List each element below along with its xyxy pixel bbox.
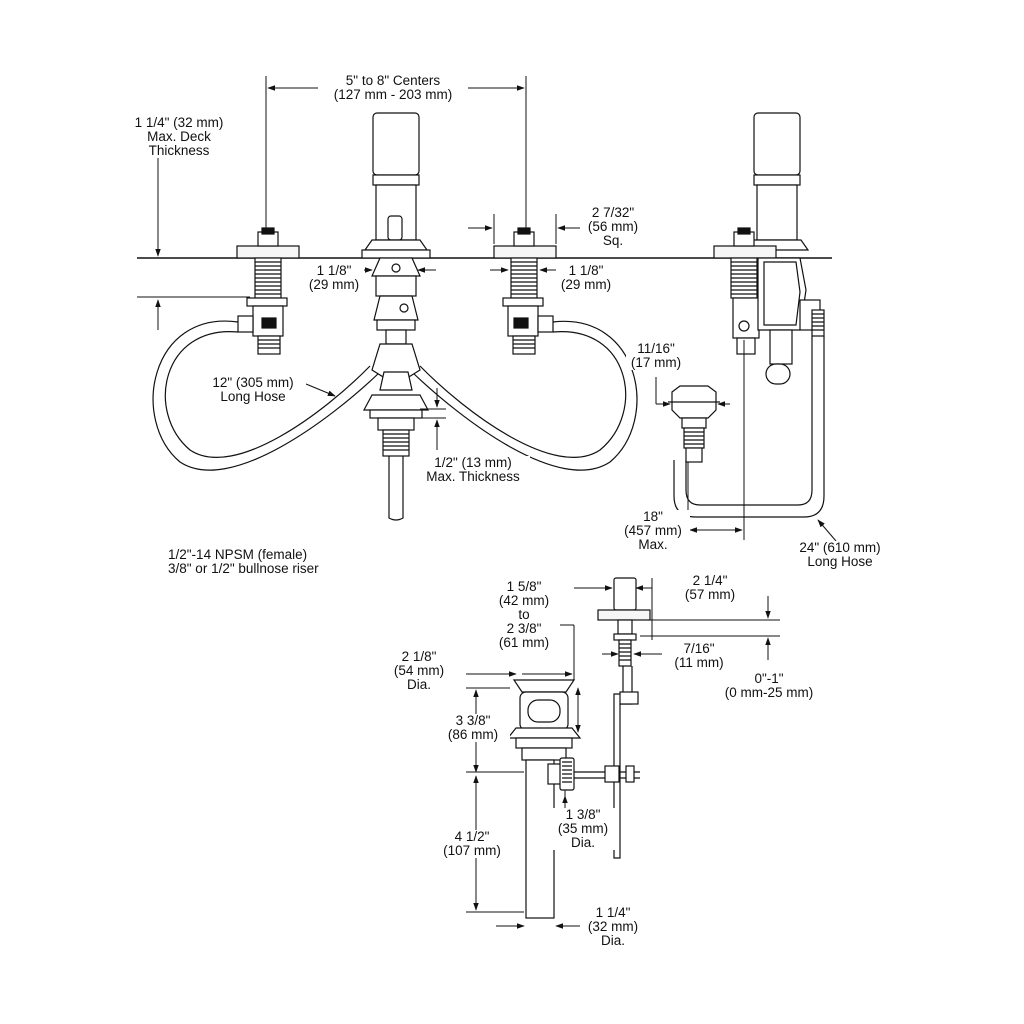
shank-right-line2: (29 mm)	[560, 277, 612, 292]
pivot-dia-line1: 1 3/8"	[565, 807, 601, 822]
lift-adjust-dimension: 0"-1" (0 mm-25 mm)	[712, 672, 826, 700]
shank-right-line1: 1 1/8"	[568, 263, 604, 278]
sprayer-hole-line2: (17 mm)	[630, 355, 682, 370]
drain-tail-line1: 4 1/2"	[454, 829, 490, 844]
right-valve	[493, 227, 557, 355]
base-sq-line1: 2 7/32"	[591, 205, 635, 220]
shank-left-line1: 1 1/8"	[316, 263, 352, 278]
sprayer-hole-dimension: 11/16" (17 mm)	[626, 342, 686, 370]
hose-12	[152, 320, 638, 521]
flange-dia-line1: 2 1/8"	[401, 649, 437, 664]
lift-rod-dimension: 7/16" (11 mm)	[664, 642, 734, 670]
drain-assembly	[506, 679, 582, 919]
lift-knob-line1: 2 1/4"	[692, 573, 728, 588]
drain-top-line1: 3 3/8"	[455, 713, 491, 728]
flange-dia-dimension: 2 1/8" (54 mm) Dia.	[384, 650, 454, 692]
lift-knob-line2: (57 mm)	[684, 587, 736, 602]
sprayer-max-line1: 18"	[643, 509, 663, 524]
deck-line1: 1 1/4" (32 mm)	[134, 115, 224, 130]
tail-dia-line2: (32 mm)	[587, 919, 639, 934]
lift-rod-line2: (11 mm)	[674, 655, 724, 670]
center-handle	[361, 112, 431, 345]
spout-thickness-line2: Max. Thickness	[426, 469, 520, 484]
diverter-handle	[713, 112, 825, 385]
hose-24-line1: 24" (610 mm)	[799, 540, 881, 555]
lift-knob-dimension: 2 1/4" (57 mm)	[674, 574, 746, 602]
shank-right-dimension: 1 1/8" (29 mm)	[556, 264, 616, 292]
pivot-dia-line2: (35 mm)	[557, 821, 609, 836]
sprayer-max-line2: (457 mm)	[624, 523, 682, 538]
sprayer-hole-line1: 11/16"	[637, 341, 675, 356]
centers-line1: 5" to 8" Centers	[345, 73, 441, 88]
base-square-dimension: 2 7/32" (56 mm) Sq.	[580, 206, 646, 248]
flange-dia-line2: (54 mm)	[393, 663, 445, 678]
pivot-dia-dimension: 1 3/8" (35 mm) Dia.	[548, 808, 618, 850]
spout-thickness-dimension: 1/2" (13 mm) Max. Thickness	[416, 456, 530, 484]
drain-range-dimension: 1 5/8" (42 mm) to 2 3/8" (61 mm)	[488, 580, 560, 650]
tail-dia-dimension: 1 1/4" (32 mm) Dia.	[580, 906, 646, 948]
shank-left-line2: (29 mm)	[308, 277, 360, 292]
npsm-note: 1/2"-14 NPSM (female) 3/8" or 1/2" bulln…	[168, 548, 319, 576]
hose-24-line2: Long Hose	[807, 554, 873, 569]
npsm-line2: 3/8" or 1/2" bullnose riser	[168, 561, 319, 576]
drain-range-line2: (42 mm)	[498, 593, 550, 608]
lift-rod-line1: 7/16"	[683, 641, 715, 656]
spout-thickness-line1: 1/2" (13 mm)	[434, 455, 512, 470]
flange-dia-line3: Dia.	[406, 677, 431, 692]
pivot-dia-line3: Dia.	[570, 835, 595, 850]
drain-tail-dimension: 4 1/2" (107 mm)	[432, 830, 512, 858]
dimension-lines	[137, 76, 837, 929]
deck-line2: Max. Deck	[147, 129, 211, 144]
sprayer-max-line3: Max.	[638, 537, 668, 552]
tail-dia-line1: 1 1/4"	[595, 905, 631, 920]
centers-line2: (127 mm - 203 mm)	[333, 87, 453, 102]
tail-dia-line3: Dia.	[600, 933, 625, 948]
deck-line3: Thickness	[148, 143, 210, 158]
drain-range-line3: to	[518, 607, 530, 622]
drain-range-line1: 1 5/8"	[506, 579, 542, 594]
lift-adjust-line1: 0"-1"	[754, 671, 784, 686]
left-valve	[236, 227, 300, 355]
shank-left-dimension: 1 1/8" (29 mm)	[304, 264, 364, 292]
sprayer	[668, 336, 825, 518]
hose-12-line1: 12" (305 mm)	[212, 375, 294, 390]
hose-12-dimension: 12" (305 mm) Long Hose	[200, 376, 306, 404]
deck-thickness-dimension: 1 1/4" (32 mm) Max. Deck Thickness	[118, 116, 240, 158]
drain-tail-line2: (107 mm)	[443, 843, 501, 858]
sprayer-max-dimension: 18" (457 mm) Max.	[616, 510, 690, 552]
drain-top-line2: (86 mm)	[447, 727, 499, 742]
hose-24-dimension: 24" (610 mm) Long Hose	[786, 541, 894, 569]
hose-12-line2: Long Hose	[220, 389, 286, 404]
centers-dimension: 5" to 8" Centers (127 mm - 203 mm)	[318, 74, 468, 102]
drain-top-dimension: 3 3/8" (86 mm)	[436, 714, 510, 742]
drain-range-line4: 2 3/8"	[506, 621, 542, 636]
npsm-line1: 1/2"-14 NPSM (female)	[168, 547, 308, 562]
drain-range-line5: (61 mm)	[498, 635, 550, 650]
base-sq-line3: Sq.	[602, 233, 624, 248]
lift-adjust-line2: (0 mm-25 mm)	[724, 685, 814, 700]
base-sq-line2: (56 mm)	[587, 219, 639, 234]
lift-rod	[574, 577, 651, 859]
